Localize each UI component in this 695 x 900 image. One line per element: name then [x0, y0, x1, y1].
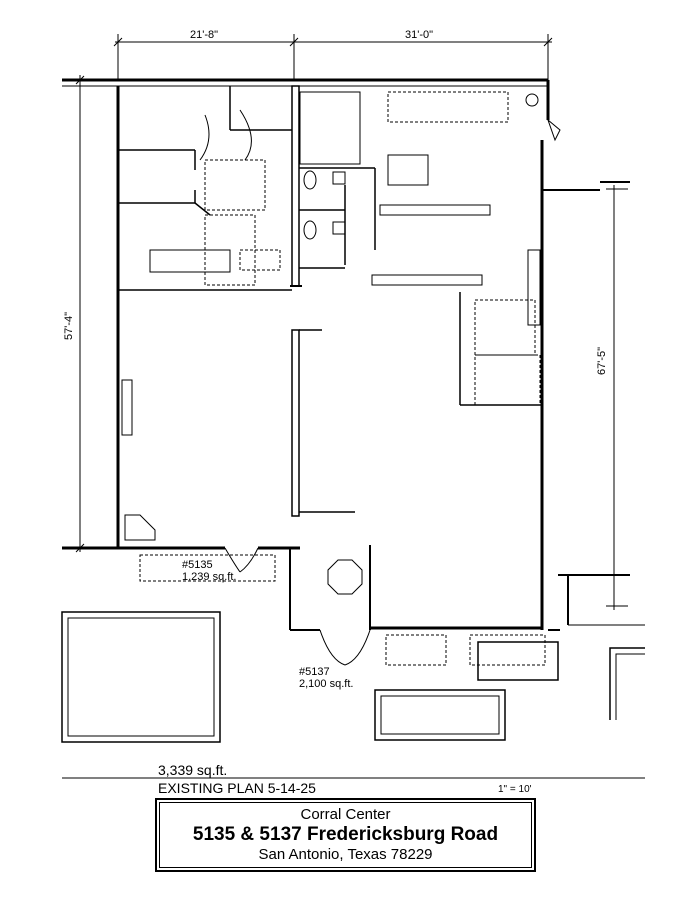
plan-label: EXISTING PLAN 5-14-25 [158, 780, 316, 796]
site-planters [61, 611, 645, 779]
suite-5137-number: #5137 [299, 666, 330, 678]
suite-5135-area: 1,239 sq.ft. [182, 571, 236, 583]
total-area: 3,339 sq.ft. [158, 762, 228, 778]
dim-left: 57'-4" [63, 312, 75, 340]
title-block: Corral Center 5135 & 5137 Fredericksburg… [155, 798, 536, 872]
storefront [139, 545, 559, 681]
suite-5135-rooms [118, 86, 292, 541]
dim-top-right: 31'-0" [405, 29, 433, 41]
suite-5137-area: 2,100 sq.ft. [299, 678, 353, 690]
city-state-zip: San Antonio, Texas 78229 [258, 846, 433, 863]
exterior-walls [62, 78, 645, 631]
address: 5135 & 5137 Fredericksburg Road [192, 824, 499, 845]
suite-5135-number: #5135 [182, 559, 213, 571]
center-name: Corral Center [300, 806, 391, 823]
demising-wall [290, 85, 302, 287]
dim-right: 67'-5" [596, 347, 608, 375]
top-dimension-line [113, 34, 553, 80]
interior-partition [291, 329, 355, 517]
suite-5137-rooms [299, 91, 561, 406]
dim-top-left: 21'-8" [190, 29, 218, 41]
scale-note: 1" = 10' [498, 784, 532, 795]
right-dimension-line [606, 185, 628, 610]
